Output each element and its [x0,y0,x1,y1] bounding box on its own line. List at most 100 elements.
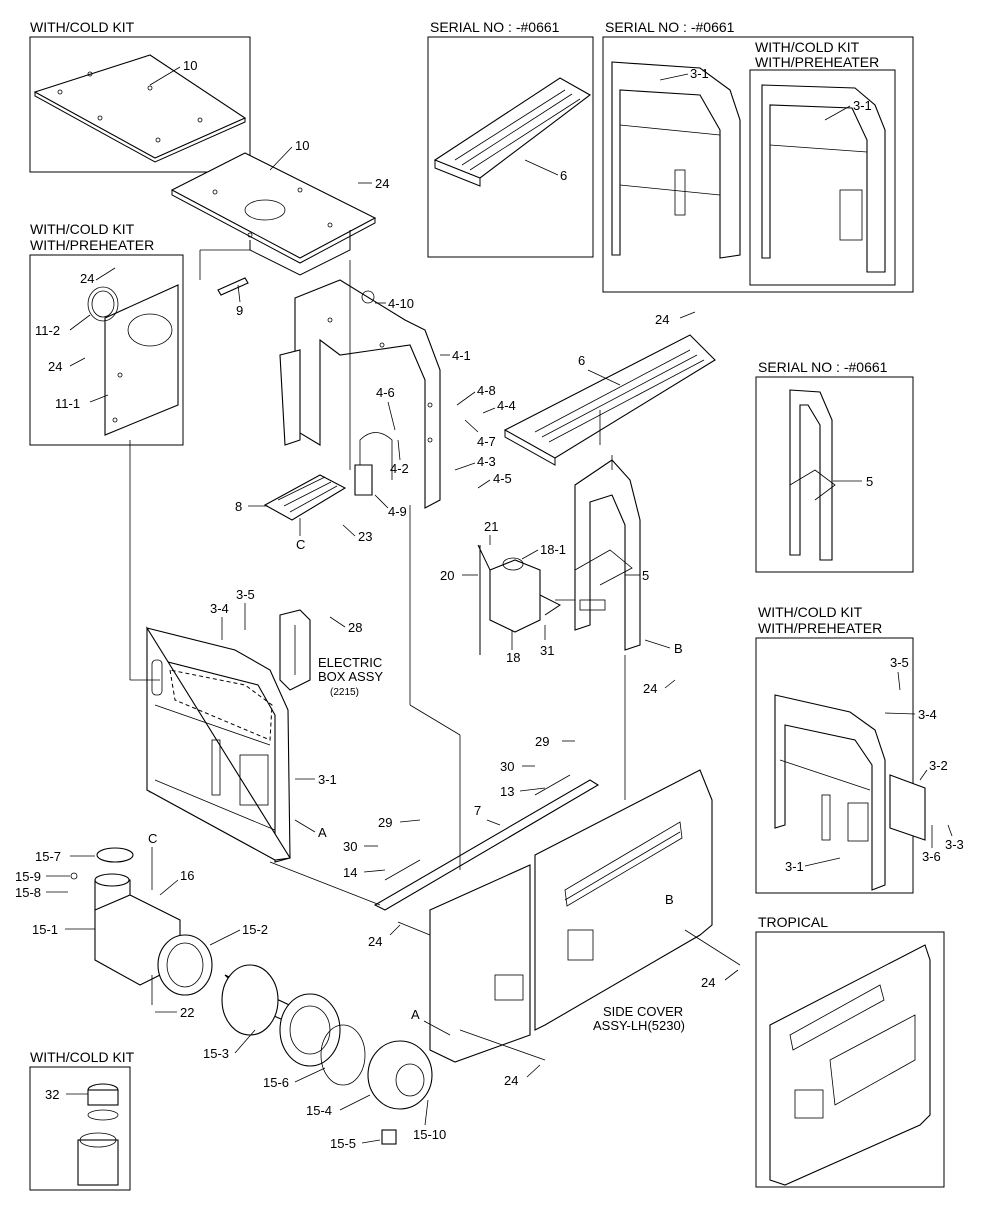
callout-label: 11-1 [55,396,80,411]
callout-label: 5 [642,568,649,583]
heater-32-drawing [77,1083,119,1186]
callout-label: 3-1 [318,772,337,787]
side-cover-drawing [429,769,713,1063]
inset-box-serial-2 [602,36,914,293]
callout-label: 29 [378,815,392,830]
callout-label: 4-4 [497,398,516,413]
callout-label: 24 [80,271,94,286]
plate-10-drawing [170,152,377,276]
callout-label: 18-1 [540,542,566,557]
callout-label: 3-4 [918,707,937,722]
callout-label: 3-4 [210,601,229,616]
callout-label: 20 [440,568,454,583]
callout-label: 22 [180,1005,194,1020]
frame-3-1-serial-drawing [611,61,741,259]
callout-label: 3-2 [929,758,948,773]
callout-label: 6 [560,168,567,183]
callout-label: 4-3 [477,454,496,469]
callout-label: B [674,641,683,656]
callout-label: 23 [358,529,372,544]
callout-label: A [411,1007,420,1022]
side-cover-label: SIDE COVER [603,1004,683,1019]
callout-label: 8 [235,499,242,514]
callout-label: 18 [506,650,520,665]
callout-label: A [318,825,327,840]
tank-18-drawing [477,544,561,655]
inset-header: WITH/COLD KIT [30,221,135,237]
callout-label: 4-5 [493,471,512,486]
callout-label: 15-1 [32,922,58,937]
callout-label: 24 [48,359,62,374]
callout-label: C [148,831,157,846]
callout-label: 30 [500,759,514,774]
callout-label: C [296,537,305,552]
callout-label: 4-2 [390,461,409,476]
inset-header: WITH/PREHEATER [30,237,154,253]
tropical-cover-drawing [769,944,931,1186]
callout-label: 3-6 [922,849,941,864]
electric-box-label: (2215) [330,687,359,698]
callout-label: 3-1 [690,66,709,81]
callout-label: 14 [343,865,357,880]
callout-label: 15-2 [242,922,268,937]
callout-label: 24 [504,1073,518,1088]
callout-label: 15-4 [306,1103,332,1118]
callout-label: 4-6 [376,385,395,400]
callout-label: 24 [375,176,389,191]
inset-header: WITH/COLD KIT [30,1049,135,1065]
inset-header: SERIAL NO : -#0661 [430,19,560,35]
callout-label: 4-10 [388,296,414,311]
callout-label: 4-9 [388,504,407,519]
inset-box-tropical [755,931,945,1188]
bracket-5-serial-drawing [789,389,836,561]
air-cleaner-drawing [94,847,433,1145]
bracket-7-drawing [373,774,600,911]
assembly-lines [129,249,741,1061]
bracket-9-drawing [217,277,249,296]
inset-header: WITH/COLD KIT [30,19,135,35]
electric-box-label: ELECTRIC [318,655,382,670]
callout-label: 10 [183,58,197,73]
callout-label: 3-1 [853,98,872,113]
callout-label: 13 [500,784,514,799]
callout-label: 15-10 [413,1127,446,1142]
bracket-5-drawing [574,459,641,651]
callout-label: B [665,892,674,907]
callout-label: 3-3 [945,837,964,852]
callout-label: 6 [578,353,585,368]
callout-label: 9 [236,303,243,318]
callout-label: 15-8 [15,885,41,900]
callout-label: 32 [45,1087,59,1102]
callout-label: 10 [295,138,309,153]
inset-header: WITH/PREHEATER [758,620,882,636]
frame-3-1-drawing [146,626,291,863]
callout-label: 15-7 [35,849,61,864]
callout-label: 11-2 [35,323,60,338]
callout-label: 4-1 [452,348,471,363]
inset-header: WITH/COLD KIT [755,39,860,55]
inset-box-cold-kit-preheater-right [755,637,914,894]
callout-label: 30 [343,839,357,854]
callout-label: 15-6 [263,1075,289,1090]
electric-box-drawing [279,609,311,691]
bracket-4-1-drawing [279,279,441,509]
plate-10-inset-drawing [33,54,247,163]
frame-3-1-right-inset-drawing [774,694,926,891]
inset-box-cold-kit-preheater-left [29,254,184,446]
callout-label: 16 [180,868,194,883]
inset-box-cold-kit-preheater-top [749,69,896,286]
callout-label: 29 [535,734,549,749]
callout-label: 24 [643,681,657,696]
inset-header: TROPICAL [758,914,828,930]
inset-header: SERIAL NO : -#0661 [605,19,735,35]
inset-box-serial-3 [755,376,914,573]
side-cover-label: ASSY-LH(5230) [593,1018,685,1033]
inset-box-cold-kit-bottom [29,1066,131,1191]
callout-label: 28 [348,620,362,635]
inset-header: WITH/COLD KIT [758,604,863,620]
callout-labels: 10 10 24 6 3-1 3-1 24 11-2 9 4-10 24 11-… [15,58,964,1151]
callout-label: 31 [540,643,554,658]
callout-label: 4-7 [477,434,496,449]
